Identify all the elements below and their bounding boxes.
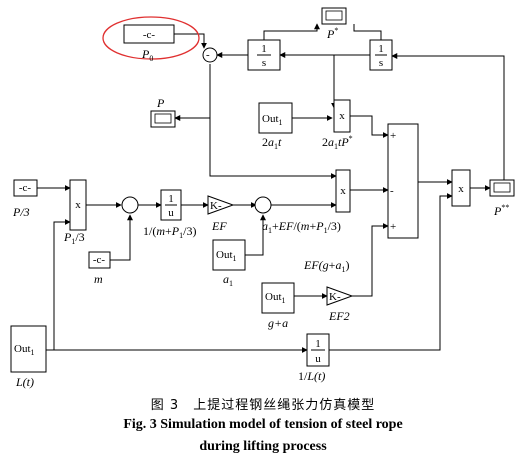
svg-text:Out1: Out1	[14, 343, 35, 357]
label-efg: EF(g+a1)	[303, 258, 349, 274]
svg-text:K-: K-	[210, 200, 222, 212]
svg-text:x: x	[339, 110, 345, 122]
product-block-2a1tpstar[interactable]: x	[333, 99, 351, 133]
constant-block-p0[interactable]: -c-	[123, 24, 175, 44]
svg-text:1: 1	[168, 193, 174, 205]
svg-text:1: 1	[378, 43, 384, 55]
svg-text:+: +	[390, 130, 396, 142]
label-ef: EF	[211, 219, 227, 233]
label-pstar: P*	[326, 26, 338, 41]
label-p-over-3: P/3	[12, 205, 30, 219]
svg-text:K-: K-	[329, 291, 341, 303]
product-block-accel[interactable]: x	[335, 169, 351, 213]
svg-text:+: +	[390, 221, 396, 233]
sum-block-accel[interactable]	[254, 196, 272, 214]
label-p0: P0	[141, 47, 153, 63]
out1-block-a1[interactable]: Out1	[212, 239, 246, 271]
caption-english-line1: Fig. 3 Simulation model of tension of st…	[123, 417, 403, 432]
label-g-plus-a: g+a	[268, 316, 288, 330]
label-2a1t: 2a1t	[262, 135, 282, 151]
svg-text:1: 1	[261, 43, 267, 55]
caption-english-line2: during lifting process	[199, 439, 327, 454]
out1-block-lt[interactable]: Out1	[10, 325, 47, 373]
gain-block-ef[interactable]: K-	[207, 195, 235, 215]
label-pss: P**	[493, 203, 509, 218]
scope-block-pstar[interactable]	[321, 7, 347, 25]
block-labels: P0 P* P 2a1t 2a1tP* P/3 P1/3 m 1/(m+P1/3…	[12, 26, 509, 389]
integrator-block-left[interactable]: 1 s	[247, 39, 281, 71]
svg-text:u: u	[315, 353, 321, 365]
signal-wires	[37, 23, 505, 353]
svg-text:Out1: Out1	[216, 249, 237, 263]
svg-text:x: x	[75, 199, 81, 211]
svg-text:x: x	[458, 183, 464, 195]
label-lt: L(t)	[15, 375, 34, 389]
product-block-p1-3[interactable]: x	[69, 179, 87, 231]
scope-block-p[interactable]	[150, 110, 176, 128]
label-inv-mass: 1/(m+P1/3)	[143, 224, 196, 240]
label-a1: a1	[223, 272, 233, 288]
reciprocal-block-mass[interactable]: 1 u	[160, 189, 182, 221]
svg-text:-: -	[390, 185, 394, 197]
svg-text:s: s	[262, 57, 266, 69]
svg-text:1: 1	[315, 338, 321, 350]
svg-text:x: x	[340, 185, 346, 197]
svg-text:Out1: Out1	[265, 291, 286, 305]
label-ef2: EF2	[328, 309, 350, 323]
product-block-final[interactable]: x	[451, 169, 471, 207]
highlight-ellipse	[102, 16, 200, 60]
svg-text:-c-: -c-	[143, 29, 156, 41]
label-p: P	[156, 96, 165, 110]
sum-block-mass[interactable]	[121, 196, 139, 214]
label-inv-lt: 1/L(t)	[298, 369, 325, 383]
integrator-block-right[interactable]: 1 s	[369, 39, 393, 71]
sum-block-top[interactable]: -	[202, 47, 218, 63]
out1-block-2a1t[interactable]: Out1	[258, 102, 293, 134]
reciprocal-block-lt[interactable]: 1 u	[306, 333, 330, 367]
out1-block-g-plus-a[interactable]: Out1	[261, 282, 295, 314]
simulink-block-diagram: -c- - 1 s 1 s Out1 x + -	[10, 7, 515, 389]
caption-chinese: 图 3 上提过程钢丝绳张力仿真模型	[150, 398, 376, 413]
constant-block-p3[interactable]: -c-	[13, 179, 38, 197]
svg-text:-c-: -c-	[19, 182, 32, 194]
svg-text:u: u	[168, 207, 174, 219]
label-2a1tpstar: 2a1tP*	[322, 134, 353, 151]
svg-text:-: -	[206, 49, 210, 61]
svg-text:Out1: Out1	[262, 113, 283, 127]
sum-block-large[interactable]: + - +	[387, 123, 419, 239]
scope-block-pss[interactable]	[489, 179, 515, 197]
label-p1-over-3: P1/3	[63, 230, 85, 246]
gain-block-ef2[interactable]: K-	[326, 286, 354, 306]
label-m: m	[94, 272, 103, 286]
label-accel: a1+EF/(m+P1/3)	[262, 219, 341, 235]
svg-text:s: s	[379, 57, 383, 69]
constant-block-m[interactable]: -c-	[88, 251, 111, 269]
svg-text:-c-: -c-	[93, 254, 106, 266]
